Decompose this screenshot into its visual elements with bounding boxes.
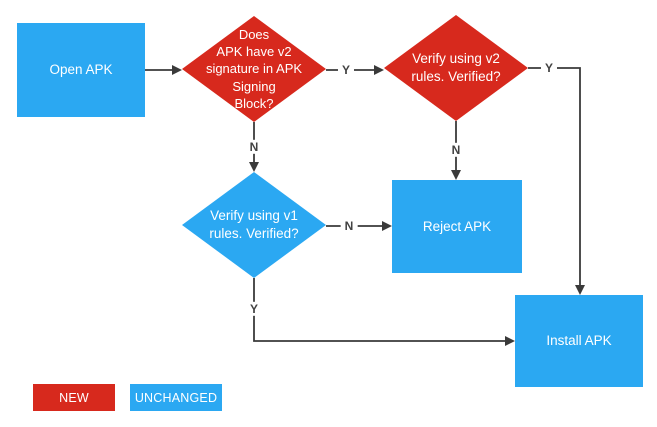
edge-label-hasv2-no: N <box>245 139 263 155</box>
node-install-apk: Install APK <box>515 295 643 387</box>
edge-label-verifyv1-no: N <box>340 218 358 234</box>
edge-label-verifyv1-yes: Y <box>245 301 263 317</box>
edge-label-verifyv2-no: N <box>447 142 465 158</box>
legend-new-label: NEW <box>59 390 89 405</box>
decision-verify-v2-label: Verify using v2 rules. Verified? <box>411 51 501 84</box>
node-reject-apk-label: Reject APK <box>422 218 492 234</box>
edge-verifyv2-yes-arrow <box>528 67 585 295</box>
edge-label-hasv2-yes: Y <box>337 62 355 78</box>
legend-new-swatch: NEW <box>33 384 115 411</box>
node-open-apk: Open APK <box>17 23 145 117</box>
node-open-apk-label: Open APK <box>49 62 113 78</box>
node-reject-apk: Reject APK <box>392 180 522 273</box>
decision-has-v2-signature-label: Does APK have v2 signature in APK Signin… <box>205 27 303 111</box>
decision-verify-v1-label: Verify using v1 rules. Verified? <box>209 208 299 241</box>
node-install-apk-label: Install APK <box>546 333 612 349</box>
edge-verifyv1-yes-arrow <box>253 278 515 346</box>
edge-label-verifyv2-yes: Y <box>540 60 558 76</box>
legend-unchanged-swatch: UNCHANGED <box>130 384 222 411</box>
legend-unchanged-label: UNCHANGED <box>134 390 218 405</box>
